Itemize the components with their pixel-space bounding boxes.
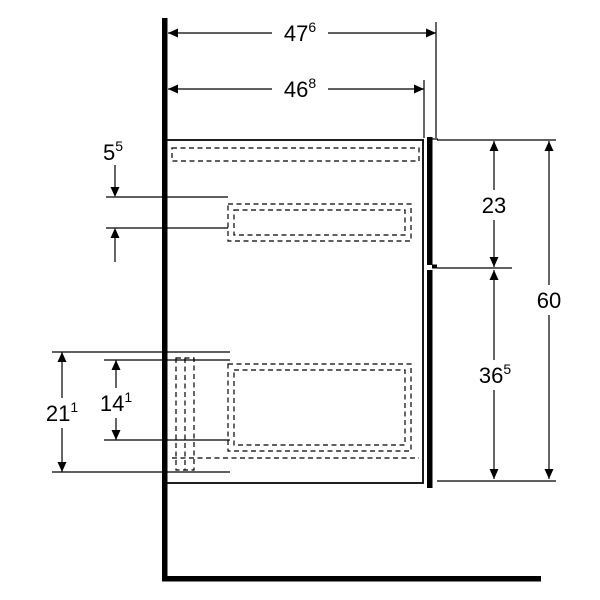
dashed-top-panel <box>171 147 420 162</box>
label-mask <box>472 360 517 390</box>
arrow-down-icon <box>111 430 121 440</box>
arrow-down-icon <box>489 469 499 479</box>
left-extension-lines <box>52 196 230 473</box>
lower-drawer-front <box>427 270 433 488</box>
right-extension-lines <box>423 22 556 482</box>
dashed-lower-drawer-inner <box>233 369 406 446</box>
dim-body-width: 468 <box>168 72 424 104</box>
arrow-down-icon <box>110 187 120 197</box>
front-panel <box>427 137 438 488</box>
arrow-right-icon <box>426 28 436 38</box>
dim-body-width-label: 468 <box>284 75 316 102</box>
dashed-lower-drawer-outer <box>227 363 412 452</box>
wall-and-floor <box>162 18 541 582</box>
arrow-up-icon <box>57 352 67 362</box>
interior-hidden-lines <box>171 147 420 471</box>
arrow-right-icon <box>414 84 424 94</box>
wall <box>162 18 168 581</box>
dim-recess-outer: 211 <box>42 352 82 472</box>
arrow-up-icon <box>489 270 499 280</box>
label-mask <box>42 398 82 428</box>
dim-upper-front-label: 23 <box>482 193 506 218</box>
arrow-down-icon <box>544 469 554 479</box>
arrow-down-icon <box>489 257 499 267</box>
arrow-up-icon <box>544 141 554 151</box>
arrow-left-icon <box>168 28 178 38</box>
label-mask <box>272 16 328 48</box>
floor <box>162 576 541 582</box>
label-mask <box>532 285 566 315</box>
dashed-upper-drawer-inner <box>233 209 406 236</box>
dim-recess-inner-label: 141 <box>100 389 132 416</box>
arrow-left-icon <box>168 84 178 94</box>
arrow-down-icon <box>57 462 67 472</box>
dim-overall-width-label: 476 <box>284 19 316 46</box>
label-mask <box>96 388 136 418</box>
dashed-upper-drawer-outer <box>227 203 412 242</box>
dim-lower-front: 365 <box>472 270 517 479</box>
upper-drawer-front <box>427 137 433 265</box>
label-mask <box>272 72 328 104</box>
dim-recess-outer-label: 211 <box>46 399 78 426</box>
dim-lower-front-label: 365 <box>479 361 511 388</box>
dim-top-offset: 55 <box>103 138 123 262</box>
arrow-up-icon <box>110 228 120 238</box>
dim-recess-inner: 141 <box>96 360 136 440</box>
dim-upper-front: 23 <box>478 141 510 267</box>
label-mask <box>478 190 510 220</box>
arrow-up-icon <box>111 360 121 370</box>
arrow-up-icon <box>489 141 499 151</box>
dim-total-height-label: 60 <box>537 288 561 313</box>
dim-overall-width: 476 <box>168 16 436 48</box>
dim-total-height: 60 <box>532 141 566 479</box>
front-gap-nub <box>432 264 437 269</box>
dim-top-offset-label: 55 <box>103 138 123 165</box>
cabinet-body <box>167 139 424 484</box>
